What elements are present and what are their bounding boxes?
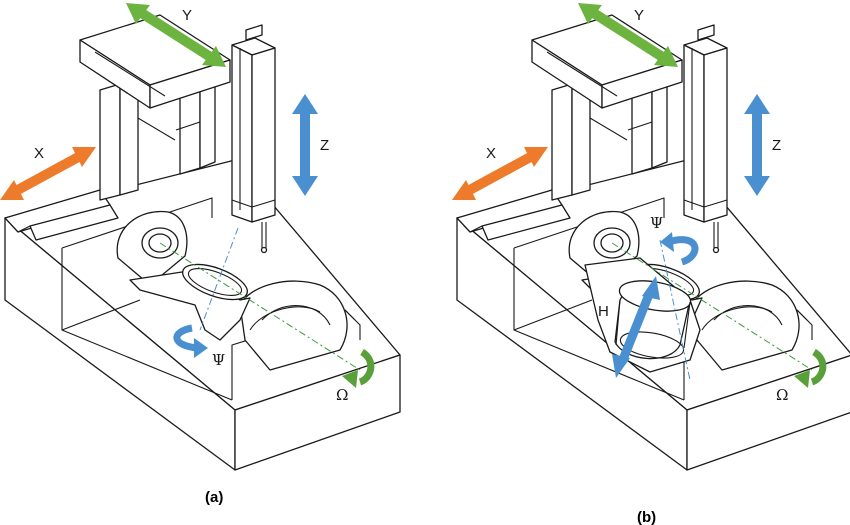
omega-label-a: Ω (336, 386, 348, 404)
y-label-a: Y (182, 7, 192, 24)
omega-rotation-arrow-b (794, 348, 827, 388)
y-label-b: Y (634, 7, 644, 24)
psi-axis-line-a (199, 227, 239, 331)
z-axis-arrow-b (744, 94, 770, 196)
psi-rotation-arrow-a (173, 324, 208, 358)
z-label-a: Z (320, 137, 329, 154)
caption-a: (a) (205, 489, 223, 506)
y-axis-arrow-a (126, 3, 226, 67)
x-label-b: X (486, 145, 496, 162)
psi-rotation-arrow-b (660, 232, 699, 266)
psi-label-a: Ψ (212, 351, 225, 369)
omega-rotation-arrow-a (342, 348, 375, 388)
z-axis-arrow-a (292, 94, 318, 196)
omega-axis-line-b (611, 242, 813, 371)
panel-b: Y Z X H Ψ (452, 3, 850, 525)
panel-a: Y Z X Ψ Ω (a) (0, 3, 401, 506)
x-label-a: X (34, 145, 44, 162)
y-axis-arrow-b (578, 3, 678, 67)
omega-label-b: Ω (776, 386, 788, 404)
cmm-machine-b (456, 14, 850, 471)
x-axis-arrow-a (0, 147, 96, 200)
x-axis-arrow-b (452, 147, 548, 200)
h-label-b: H (598, 303, 609, 320)
caption-b: (b) (637, 509, 656, 525)
h-axis-arrow-b (612, 276, 660, 378)
psi-axis-line-b (659, 239, 691, 381)
psi-label-b: Ψ (650, 214, 663, 232)
omega-axis-line-a (159, 242, 361, 371)
z-label-b: Z (772, 137, 781, 154)
